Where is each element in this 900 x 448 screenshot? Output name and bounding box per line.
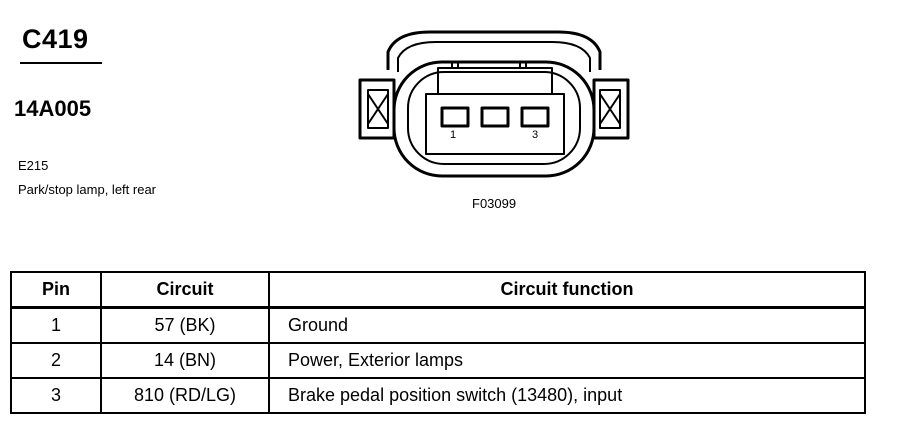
pin-cavity-3 [520, 106, 550, 128]
function-cell: Brake pedal position switch (13480), inp… [268, 377, 866, 414]
function-cell: Power, Exterior lamps [268, 342, 866, 379]
table-row: 3 810 (RD/LG) Brake pedal position switc… [10, 377, 866, 414]
component-description: Park/stop lamp, left rear [18, 182, 156, 197]
table-row: 1 57 (BK) Ground [10, 306, 866, 344]
column-header-circuit: Circuit [100, 271, 270, 309]
pin-label-3: 3 [532, 129, 538, 141]
connector-id-underline [20, 62, 102, 64]
right-side-clip [592, 78, 630, 140]
table-header-row: Pin Circuit Circuit function [10, 271, 866, 309]
pin-cavity-2 [480, 106, 510, 128]
circuit-cell: 57 (BK) [100, 306, 270, 344]
connector-latch-hood [386, 30, 602, 70]
component-code: E215 [18, 158, 49, 173]
column-header-pin: Pin [10, 271, 102, 309]
function-cell: Ground [268, 306, 866, 344]
column-header-function: Circuit function [268, 271, 866, 309]
pin-cell: 2 [10, 342, 102, 379]
pinout-table: Pin Circuit Circuit function 1 57 (BK) G… [10, 271, 866, 414]
circuit-cell: 810 (RD/LG) [100, 377, 270, 414]
pin-cavity-1 [440, 106, 470, 128]
connector-face-drawing: 1 3 [358, 30, 630, 178]
part-number: 14A005 [14, 96, 92, 121]
connector-id: C419 [22, 24, 89, 54]
figure-code: F03099 [472, 196, 517, 211]
table-row: 2 14 (BN) Power, Exterior lamps [10, 342, 866, 379]
circuit-cell: 14 (BN) [100, 342, 270, 379]
pin-cell: 3 [10, 377, 102, 414]
pin-label-1: 1 [450, 129, 456, 141]
pin-cell: 1 [10, 306, 102, 344]
terminal-cavity [425, 93, 565, 155]
left-side-clip [358, 78, 396, 140]
